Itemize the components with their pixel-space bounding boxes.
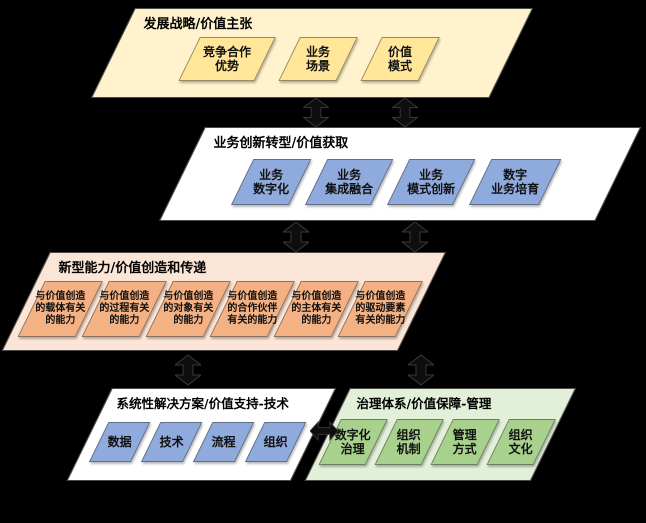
layer-systematic-solutions-title: 系统性解决方案/价值支持-技术 [116,396,289,411]
box-label: 与价值创造 的对象有关 的能力 [163,291,214,326]
box-row: 数字化 治理 组织 机制 管理 方式 组织 文化 [313,419,559,465]
box-label: 流程 [211,434,236,449]
box-digital-business-cultivation: 数字 业务培育 [468,159,562,205]
box-organization-culture: 组织 文化 [485,419,556,465]
box-label: 业务 场景 [306,44,331,73]
box-data: 数据 [88,422,151,462]
box-label: 业务 集成融合 [325,167,374,196]
double-arrow-business-capability-right-icon [402,222,428,252]
layer-business-transformation: 业务创新转型/价值获取 业务 数字化 业务 集成融合 业务 模式创新 数字 业务… [159,127,641,221]
box-business-integration: 业务 集成融合 [304,159,394,205]
layer-business-transformation-title: 业务创新转型/价值获取 [213,136,349,151]
box-row: 竞争合作 优势 业务 场景 价值 模式 [100,37,517,81]
box-label: 管理 方式 [452,427,477,456]
box-business-model-innovation: 业务 模式创新 [386,159,476,205]
double-arrow-capability-governance-icon [408,354,434,386]
layer-strategy-title: 发展战略/价值主张 [143,17,253,32]
box-label: 与价值创造 的合作伙伴 有关的能力 [227,291,278,326]
layer-strategy: 发展战略/价值主张 竞争合作 优势 业务 场景 价值 模式 [91,8,533,98]
box-business-digitalization: 业务 数字化 [230,159,312,205]
layer-systematic-solutions: 系统性解决方案/价值支持-技术 数据 技术 流程 组织 [66,388,336,481]
double-arrow-strategy-business-right-icon [392,98,418,127]
layer-governance-system-title: 治理体系/价值保障-管理 [356,396,492,411]
box-label: 数字化 治理 [334,427,371,456]
double-arrow-strategy-business-left-icon [303,98,329,127]
box-label: 竞争合作 优势 [203,44,252,73]
box-label: 组织 [263,434,288,449]
box-row: 数据 技术 流程 组织 [77,422,319,462]
double-arrow-solution-governance-icon [310,421,338,441]
box-label: 业务 数字化 [253,167,290,196]
box-row: 与价值创造 的载体有关 的能力 与价值创造 的过程有关 的能力 与价值创造 的对… [10,281,431,337]
box-label: 与价值创造 的驱动要素 有关的能力 [355,291,406,326]
box-technology: 技术 [140,422,203,462]
box-label: 与价值创造 的载体有关 的能力 [35,291,86,326]
box-label: 组织 文化 [508,427,533,456]
double-arrow-capability-solution-icon [175,354,201,386]
box-label: 与价值创造 的主体有关 的能力 [291,291,342,326]
layer-governance-system: 治理体系/价值保障-管理 数字化 治理 组织 机制 管理 方式 组织 文化 [304,388,576,481]
box-label: 业务 模式创新 [407,167,456,196]
box-row: 业务 数字化 业务 集成融合 业务 模式创新 数字 业务培育 [168,159,624,205]
box-process: 流程 [192,422,255,462]
double-arrow-business-capability-left-icon [283,222,309,252]
box-label: 组织 机制 [396,427,421,456]
box-value-model: 价值 模式 [360,37,440,81]
box-label: 数字 业务培育 [491,167,540,196]
box-organization: 组织 [244,422,307,462]
box-label: 技术 [159,434,184,449]
box-business-scenario: 业务 场景 [278,37,358,81]
box-competitive-cooperation-advantage: 竞争合作 优势 [178,37,276,81]
box-label: 数据 [107,434,132,449]
layer-new-capabilities-title: 新型能力/价值创造和传递 [58,261,207,276]
layer-new-capabilities: 新型能力/价值创造和传递 与价值创造 的载体有关 的能力 与价值创造 的过程有关… [1,252,446,351]
box-label: 价值 模式 [388,44,413,73]
box-label: 与价值创造 的过程有关 的能力 [99,291,150,326]
